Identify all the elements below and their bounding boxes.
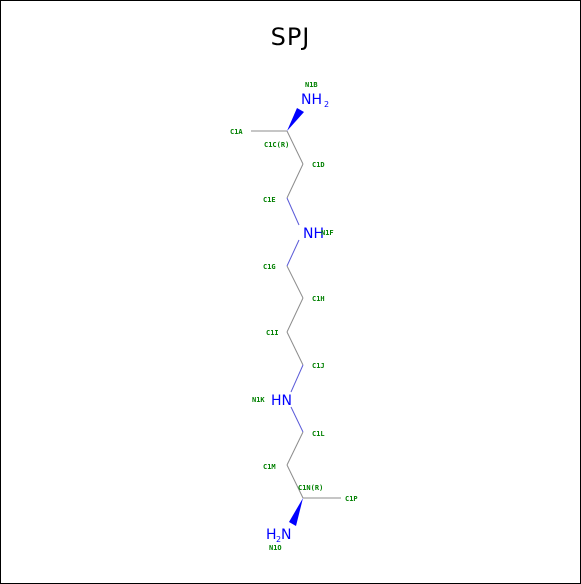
bond-c1h-c1i: [286, 297, 304, 333]
label-c1p: C1P: [345, 495, 358, 503]
atom-label-group: N1B C1A C1C(R) C1D C1E N1F C1G C1H C1I C…: [230, 81, 358, 552]
atom-h2n-bottom-main: N: [281, 527, 291, 543]
label-c1i: C1I: [266, 329, 279, 337]
label-c1e: C1E: [263, 196, 276, 204]
label-n1b: N1B: [305, 81, 318, 89]
bond-c1e-n1f: [286, 197, 300, 226]
label-c1m: C1M: [263, 463, 276, 471]
atom-nh-f: NH: [303, 226, 324, 242]
bond-c1m-c1n: [286, 464, 304, 499]
bond-group: [251, 130, 341, 499]
label-c1c: C1C(R): [264, 141, 289, 149]
label-c1a: C1A: [230, 128, 243, 136]
label-c1n: C1N(R): [298, 484, 323, 492]
bond-c1d-c1e: [286, 163, 304, 199]
bond-c1l-c1m: [286, 431, 304, 466]
bond-n1k-c1l: [290, 406, 304, 433]
bond-n1f-c1g: [286, 239, 300, 267]
atom-nh2-top: NH 2: [301, 92, 329, 109]
label-c1g: C1G: [263, 263, 276, 271]
label-n1o: N1O: [269, 544, 282, 552]
label-n1f: N1F: [321, 229, 334, 237]
wedge-bond-top: [287, 108, 304, 131]
atom-nh2-top-sub: 2: [324, 100, 329, 109]
atom-hn-k: HN: [271, 393, 292, 409]
label-c1h: C1H: [312, 295, 325, 303]
bond-c1i-c1j: [286, 331, 304, 366]
atom-h2n-bottom-pre: H: [266, 527, 277, 543]
label-n1k: N1K: [252, 396, 265, 404]
bond-c1g-c1h: [286, 265, 304, 299]
page-title: SPJ: [270, 23, 311, 51]
label-c1d: C1D: [312, 161, 325, 169]
bond-c1j-n1k: [290, 364, 304, 393]
label-c1j: C1J: [312, 362, 325, 370]
atom-h2n-bottom-sub: 2: [276, 535, 281, 544]
bond-c1c-c1d: [286, 130, 304, 165]
label-c1l: C1L: [312, 430, 325, 438]
wedge-bond-bottom: [289, 498, 303, 526]
atom-h2n-bottom: H 2 N: [266, 527, 291, 544]
atom-nh2-top-main: NH: [301, 92, 322, 108]
